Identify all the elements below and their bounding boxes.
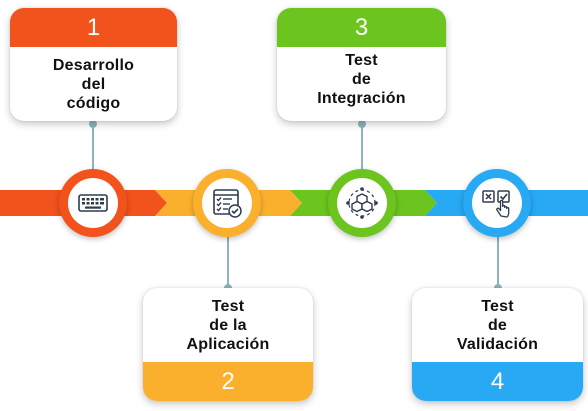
connector-step-4: [497, 236, 499, 288]
step-number-4: 4: [412, 362, 583, 401]
step-label-2-line-3: Aplicación: [186, 335, 270, 353]
step-label-3-line-1: Test: [345, 51, 378, 69]
connector-dot-step-1: [89, 120, 97, 128]
step-card-2: Test de la Aplicación 2: [143, 288, 313, 401]
step-circle-2: [193, 169, 261, 237]
step-label-4-line-1: Test: [481, 297, 514, 315]
step-circle-1: [59, 169, 127, 237]
step-label-1: Desarrollo del código: [10, 47, 177, 121]
step-label-1-line-3: código: [66, 94, 121, 112]
step-card-1: 1 Desarrollo del código: [10, 8, 177, 121]
checklist-icon: [213, 189, 242, 218]
step-number-2: 2: [143, 362, 313, 401]
step-label-4-line-2: de: [487, 316, 508, 334]
step-label-4: Test de Validación: [412, 288, 583, 362]
connector-step-3: [361, 122, 363, 170]
step-number-1: 1: [10, 8, 177, 47]
step-label-4-line-3: Validación: [456, 335, 539, 353]
step-circle-4: [463, 169, 531, 237]
step-label-1-line-2: del: [81, 75, 106, 93]
step-label-3-line-2: de: [351, 70, 372, 88]
step-card-3: 3 Test de Integración: [277, 8, 446, 121]
step-label-2-line-1: Test: [211, 297, 245, 315]
step-label-2: Test de la Aplicación: [143, 288, 313, 362]
step-circle-3: [328, 169, 396, 237]
step-label-2-line-2: de la: [209, 316, 247, 334]
hand-click-checkbox-icon: [482, 190, 510, 218]
step-label-3-line-3: Integración: [317, 89, 406, 107]
step-card-4: Test de Validación 4: [412, 288, 583, 401]
connector-step-2: [227, 236, 229, 288]
connector-dot-step-3: [358, 120, 366, 128]
step-label-3: Test de Integración: [277, 47, 446, 111]
connector-step-1: [92, 122, 94, 170]
step-number-3: 3: [277, 8, 446, 47]
step-label-1-line-1: Desarrollo: [52, 56, 135, 74]
cubes-network-icon: [346, 187, 378, 219]
keyboard-icon: [78, 194, 108, 212]
